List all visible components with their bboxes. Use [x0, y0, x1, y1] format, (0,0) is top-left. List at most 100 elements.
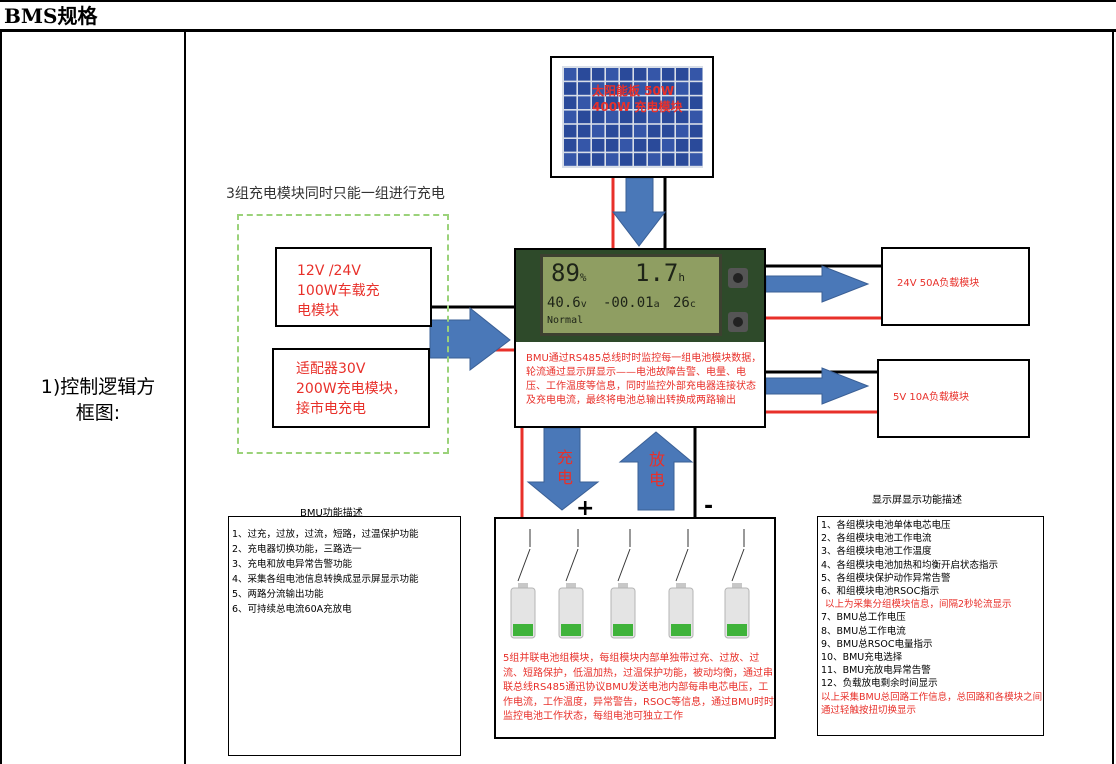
list-item: 12、负载放电剩余时间显示 — [821, 678, 938, 690]
solar-cell — [606, 153, 619, 166]
solar-cell — [564, 82, 577, 95]
solar-cell — [620, 153, 633, 166]
solar-cell — [606, 96, 619, 109]
solar-cell — [564, 124, 577, 138]
battery-icon — [510, 529, 536, 639]
list-item: 2、各组模块电池工作电流 — [821, 533, 932, 545]
discharge-label: 放电 — [648, 450, 665, 489]
solar-cell — [592, 124, 605, 138]
solar-cell — [620, 96, 633, 109]
solar-cell — [676, 124, 689, 138]
table-top-border — [0, 0, 1116, 2]
lcd-voltage: 40.6v — [547, 295, 587, 311]
solar-cell — [662, 68, 675, 81]
display-functions-box: 1、各组模块电池单体电芯电压 2、各组模块电池工作电流 3、各组模块电池工作温度… — [817, 516, 1044, 736]
list-item: 2、充电器切换功能，三路选一 — [232, 544, 362, 555]
solar-cell — [578, 96, 591, 109]
solar-cell — [662, 110, 675, 124]
solar-cell — [578, 110, 591, 124]
solar-cell — [676, 68, 689, 81]
column-divider — [184, 30, 186, 764]
solar-cell — [606, 139, 619, 152]
solar-cell — [634, 153, 647, 166]
display-functions-list: 1、各组模块电池单体电芯电压 2、各组模块电池工作电流 3、各组模块电池工作温度… — [821, 519, 1043, 717]
solar-cell — [676, 153, 689, 166]
solar-cell — [620, 139, 633, 152]
solar-cell — [676, 82, 689, 95]
solar-cell — [578, 82, 591, 95]
battery-modules-box: 5组并联电池组模块，每组模块内部单独带过充、过放、过流、短路保护，低温加热，过温… — [494, 517, 776, 739]
input-right-arrow — [429, 306, 511, 371]
battery-icon — [724, 529, 750, 639]
bmu-controller: 89% 1.7h 40.6v -00.01a 26c Normal BMU通过R… — [514, 248, 766, 428]
bmu-button-bottom[interactable] — [728, 312, 748, 332]
output-5v-module: 5V 10A负载模块 — [877, 359, 1030, 438]
battery-icon — [558, 529, 584, 639]
solar-cell — [564, 96, 577, 109]
adapter-charger-module: 适配器30V 200W充电模块， 接市电充电 — [272, 348, 430, 428]
solar-cell — [648, 153, 661, 166]
table-right-border — [1112, 30, 1114, 764]
lcd-status: Normal — [547, 315, 584, 326]
solar-cell — [592, 153, 605, 166]
lcd-temperature: 26c — [673, 295, 696, 311]
row-label-line1: 1)控制逻辑方 — [40, 376, 156, 398]
list-item: 1、各组模块电池单体电芯电压 — [821, 520, 951, 531]
battery-icon — [668, 529, 694, 639]
solar-cell — [606, 82, 619, 95]
list-item: 6、可持续总电流60A充放电 — [232, 604, 352, 615]
solar-cell — [676, 139, 689, 152]
solar-cell — [690, 96, 703, 109]
list-item: 3、各组模块电池工作温度 — [821, 546, 932, 558]
solar-cell — [564, 153, 577, 166]
solar-label-line1: 太阳能板 50W — [592, 84, 675, 98]
list-item: 3、充电和放电异常告警功能 — [232, 559, 353, 570]
solar-cell — [690, 139, 703, 152]
solar-cell — [606, 68, 619, 81]
solar-cell — [620, 110, 633, 124]
list-item: 4、各组模块电池加热和均衡开启状态指示 — [821, 559, 999, 571]
solar-cell — [620, 82, 633, 95]
lcd-current: -00.01a — [603, 295, 660, 311]
output-5v-label: 5V 10A负载模块 — [893, 392, 969, 403]
solar-down-arrow — [611, 177, 667, 247]
solar-cell — [648, 124, 661, 138]
solar-cell — [620, 68, 633, 81]
list-item: 1、过充，过放，过流，短路，过温保护功能 — [232, 529, 419, 540]
solar-cell — [690, 68, 703, 81]
module1-line2: 100W车载充 — [297, 283, 380, 299]
vehicle-charger-module: 12V /24V 100W车载充 电模块 — [275, 247, 432, 327]
solar-cell — [578, 153, 591, 166]
solar-cell — [606, 110, 619, 124]
solar-cell — [606, 124, 619, 138]
bmu-description: BMU通过RS485总线时时监控每一组电池模块数据，轮流通过显示屏显示——电池故… — [526, 353, 762, 406]
solar-cell — [676, 110, 689, 124]
list-item: 5、各组模块保护动作异常告警 — [821, 572, 951, 584]
solar-cell — [578, 68, 591, 81]
row-label: 1)控制逻辑方 框图: — [18, 374, 178, 426]
discharge-up-arrow — [618, 431, 694, 511]
bmu-button-top[interactable] — [728, 268, 748, 288]
bmu-functions-box: 1、过充，过放，过流，短路，过温保护功能 2、充电器切换功能，三路选一 3、充电… — [228, 516, 461, 756]
battery-description: 5组并联电池组模块，每组模块内部单独带过充、过放、过流、短路保护，低温加热，过温… — [503, 653, 774, 722]
list-item: 6、和组模块电池RSOC指示 — [821, 586, 940, 598]
solar-cells-icon — [562, 66, 703, 168]
solar-cell — [634, 96, 647, 109]
module2-line2: 200W充电模块， — [296, 381, 407, 397]
minus-sign: - — [704, 494, 714, 519]
solar-cell — [592, 139, 605, 152]
list-item: 8、BMU总工作电流 — [821, 625, 906, 637]
section-title: BMS规格 — [4, 4, 98, 28]
solar-cell — [592, 68, 605, 81]
solar-cell — [564, 110, 577, 124]
solar-cell — [592, 96, 605, 109]
charger-group-outline — [237, 214, 449, 454]
bmu-functions-list: 1、过充，过放，过流，短路，过温保护功能 2、充电器切换功能，三路选一 3、充电… — [232, 527, 419, 617]
solar-cell — [592, 82, 605, 95]
display-note-2: 以上采集BMU总回路工作信息，总回路和各模块之间通过轻触按扭切换显示 — [821, 691, 1043, 716]
module2-line1: 适配器30V — [296, 361, 366, 377]
solar-cell — [634, 110, 647, 124]
solar-cell — [690, 124, 703, 138]
display-functions-title: 显示屏显示功能描述 — [872, 495, 962, 506]
vehicle-charger-label: 12V /24V 100W车载充 电模块 — [297, 261, 380, 321]
